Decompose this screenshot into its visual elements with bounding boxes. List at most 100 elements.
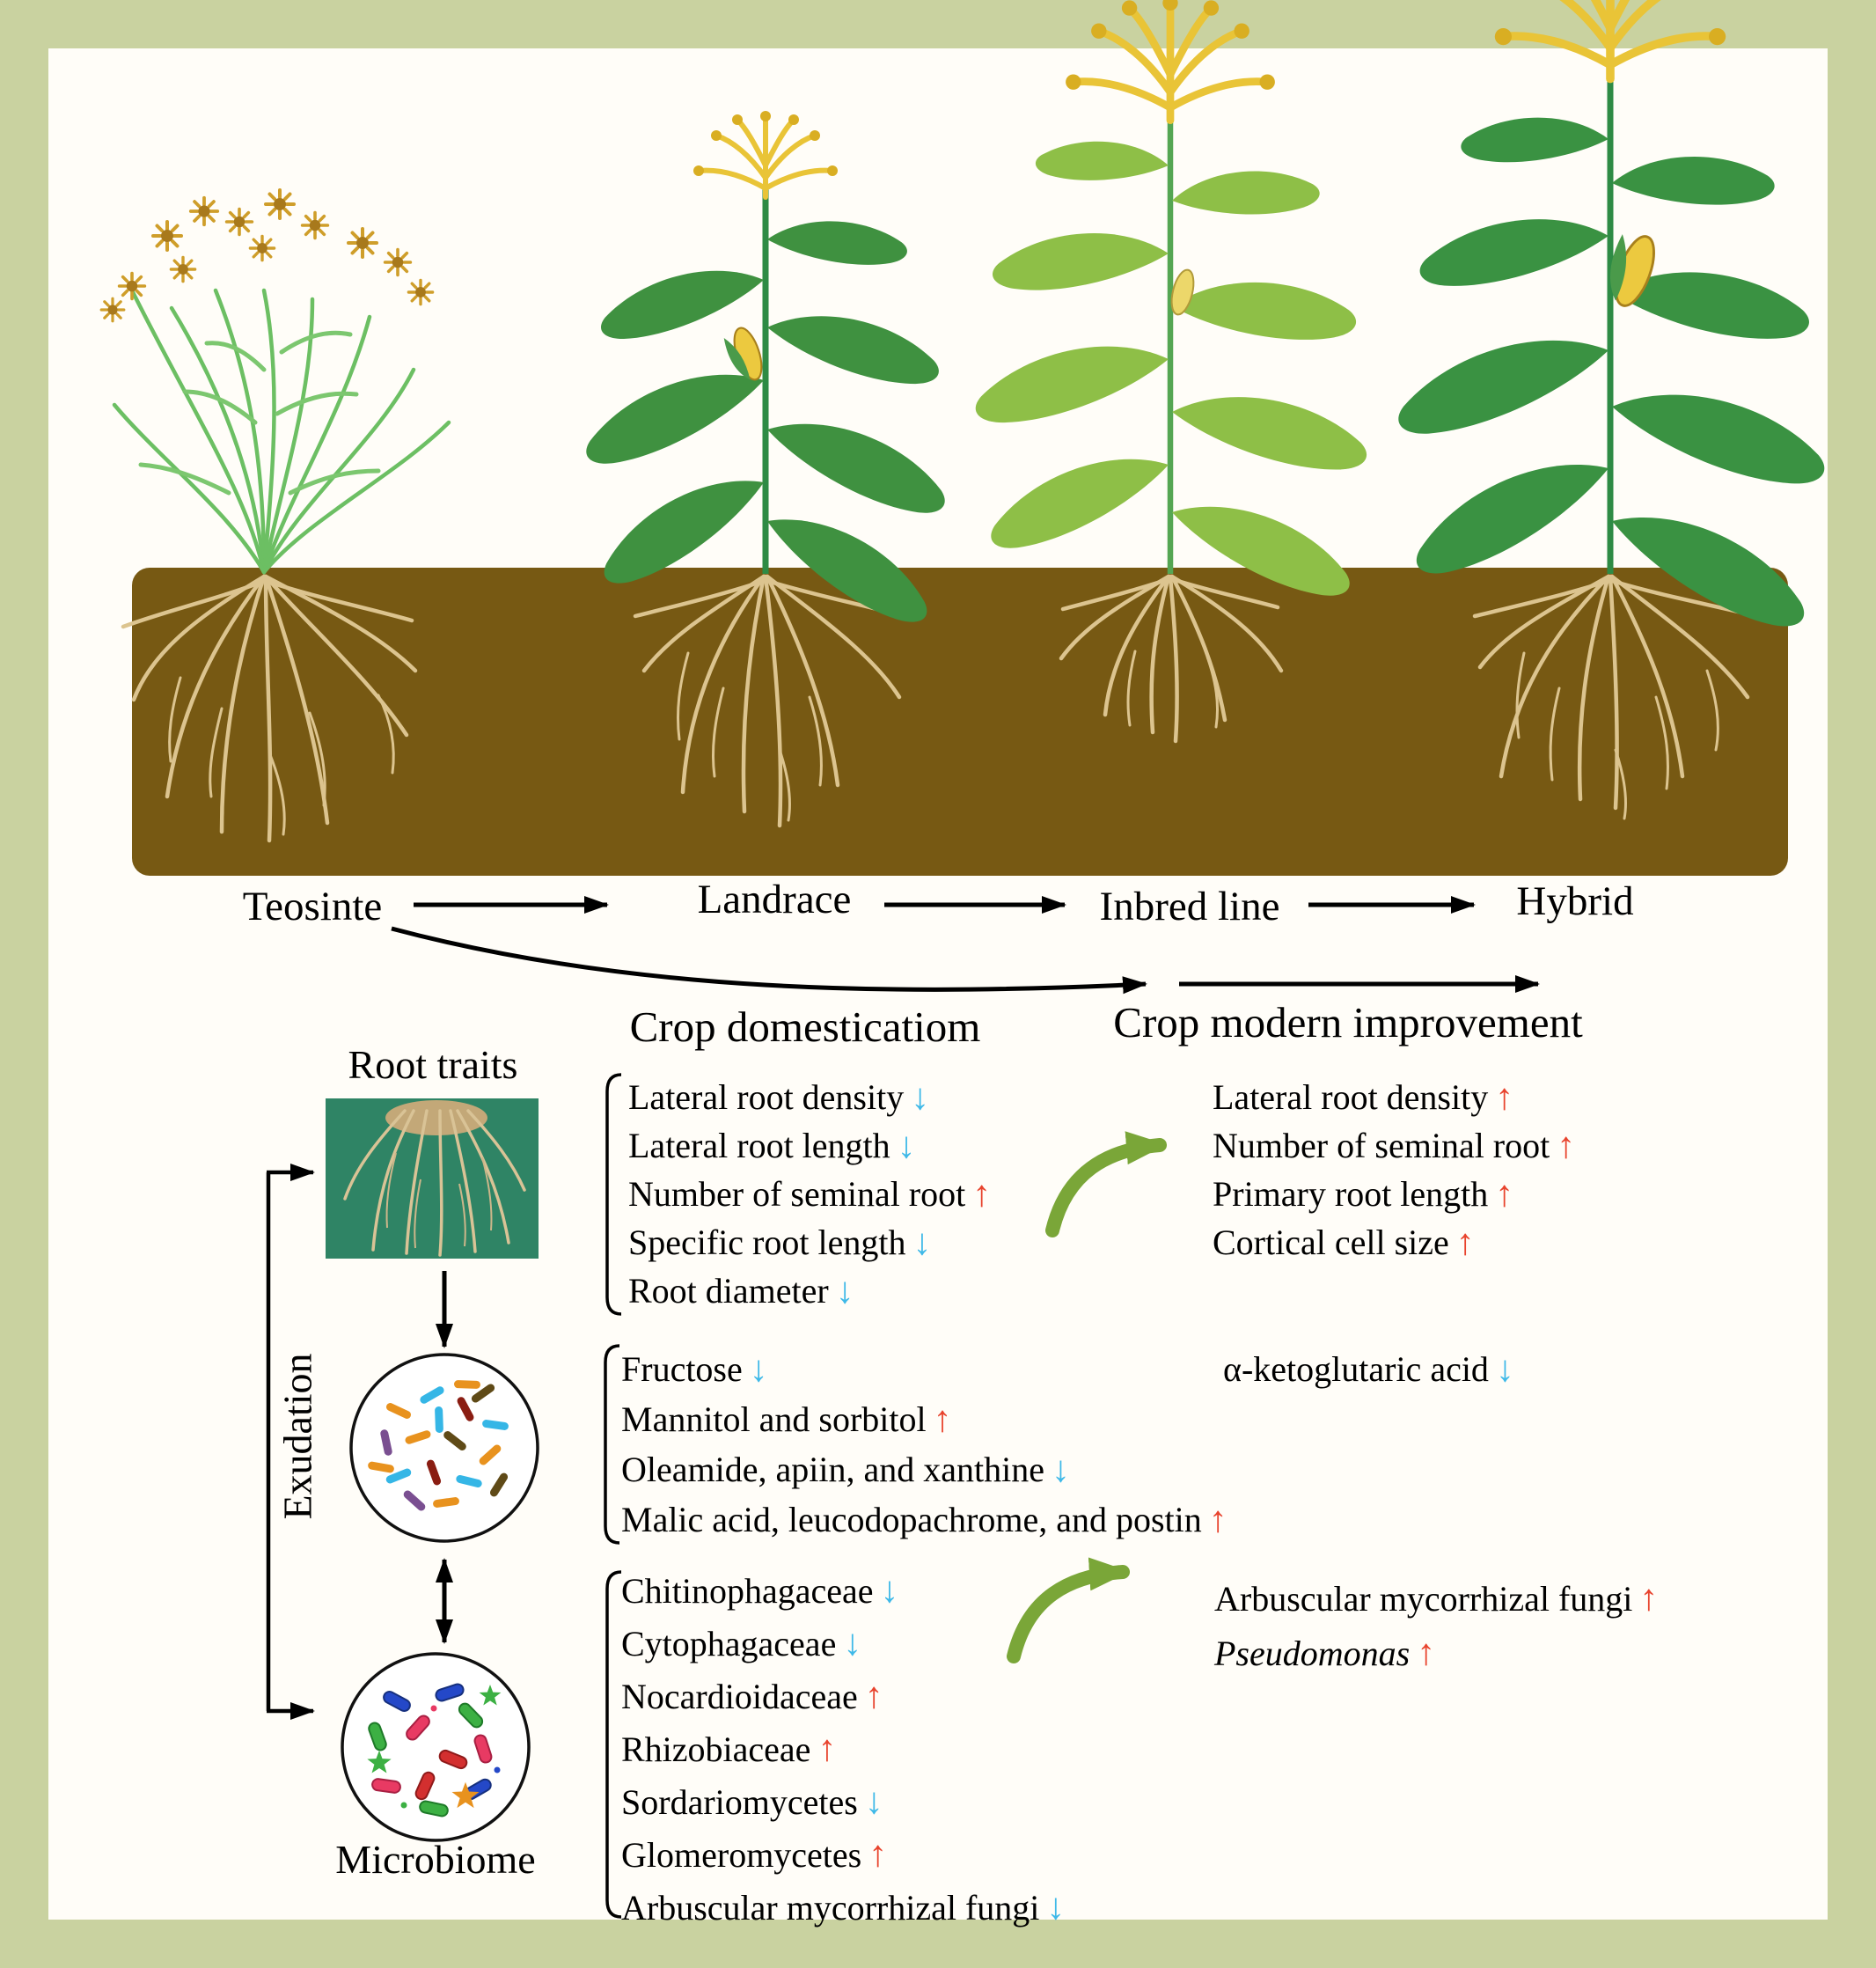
trend-down-arrow-icon: ↓ (880, 1570, 899, 1611)
phase-improvement-label: Crop modern improvement (1113, 998, 1583, 1046)
trend-down-arrow-icon: ↓ (1051, 1449, 1070, 1490)
green-curved-arrows (1007, 1131, 1167, 1663)
tassel-icon (693, 111, 838, 197)
trait-text: Oleamide, apiin, and xanthine (621, 1450, 1044, 1489)
domestication-phase-arrow (391, 926, 1147, 995)
trait-text: Cytophagaceae (621, 1623, 837, 1663)
trait-text: Malic acid, leucodopachrome, and postin (621, 1500, 1202, 1539)
trait-text: Nocardioidaceae (621, 1676, 858, 1716)
microbiome-list-bracket (605, 1570, 622, 1919)
trait-item: Malic acid, leucodopachrome, and postin … (621, 1494, 1227, 1545)
inbred-line-plant (966, 0, 1375, 618)
hybrid-roots (1472, 574, 1752, 820)
trait-text: Glomeromycetes (621, 1834, 862, 1875)
trait-text: Number of seminal root (628, 1174, 966, 1214)
trait-text: Lateral root density (1213, 1077, 1489, 1117)
root-traits-label: Root traits (348, 1042, 518, 1087)
green-arrow-root-traits-icon (1045, 1131, 1167, 1237)
trend-up-arrow-icon: ↑ (1455, 1222, 1475, 1263)
domestication-microbiome-list: Chitinophagaceae ↓ Cytophagaceae ↓ Nocar… (621, 1564, 1065, 1934)
trait-item: Rhizobiaceae ↑ (621, 1722, 1065, 1775)
landrace-roots (633, 574, 902, 828)
trait-item: Primary root length ↑ (1213, 1170, 1575, 1218)
microbiome-circle-icon (341, 1652, 531, 1842)
trend-up-arrow-icon: ↑ (1495, 1076, 1514, 1118)
teosinte-plant (99, 188, 451, 575)
exudation-label: Exudation (275, 1353, 320, 1520)
trend-up-arrow-icon: ↑ (1417, 1633, 1436, 1673)
trend-up-arrow-icon: ↑ (972, 1173, 992, 1215)
trend-up-arrow-icon: ↑ (1495, 1173, 1514, 1215)
list-brackets (604, 1073, 622, 1919)
trait-text: α-ketoglutaric acid (1223, 1349, 1489, 1389)
trend-down-arrow-icon: ↓ (843, 1623, 862, 1663)
trait-text: Rhizobiaceae (621, 1729, 811, 1769)
trend-up-arrow-icon: ↑ (817, 1729, 837, 1769)
trait-item: Number of seminal root ↑ (628, 1170, 991, 1218)
tassel-icon (1495, 0, 1726, 79)
trait-text: Fructose (621, 1349, 743, 1389)
trait-text: Arbuscular mycorrhizal fungi (621, 1887, 1040, 1928)
trend-up-arrow-icon: ↑ (868, 1834, 888, 1875)
trend-down-arrow-icon: ↓ (1046, 1887, 1066, 1928)
trend-down-arrow-icon: ↓ (897, 1125, 916, 1166)
trend-up-arrow-icon: ↑ (1557, 1125, 1576, 1166)
exudation-list-bracket (604, 1344, 620, 1545)
stage-label-teosinte: Teosinte (242, 884, 383, 929)
phase-domestication-label: Crop domesticatiom (629, 1002, 981, 1051)
trait-item: Nocardioidaceae ↑ (621, 1670, 1065, 1722)
green-arrow-microbiome-icon (1007, 1557, 1130, 1663)
trait-item: Oleamide, apiin, and xanthine ↓ (621, 1444, 1227, 1494)
trend-down-arrow-icon: ↓ (911, 1076, 930, 1118)
trend-up-arrow-icon: ↑ (864, 1676, 883, 1716)
trait-item: Fructose ↓ (621, 1344, 1227, 1394)
tassel-icon (1066, 0, 1275, 121)
trait-item: Number of seminal root ↑ (1213, 1121, 1575, 1170)
trait-item: Arbuscular mycorrhizal fungi ↑ (1214, 1571, 1658, 1626)
trait-item: Glomeromycetes ↑ (621, 1828, 1065, 1881)
improvement-microbiome-list: Arbuscular mycorrhizal fungi ↑ Pseudomon… (1214, 1571, 1658, 1680)
trait-text: Root diameter (628, 1271, 829, 1311)
root-photo (326, 1098, 539, 1259)
trait-text: Mannitol and sorbitol (621, 1399, 927, 1439)
root-systems (121, 574, 1752, 843)
exudates-circle-icon (349, 1353, 539, 1543)
trait-text: Pseudomonas (1214, 1633, 1411, 1673)
trait-item: Lateral root density ↑ (1213, 1073, 1575, 1121)
phase-arrows (391, 926, 1540, 995)
trait-item: Lateral root length ↓ (628, 1121, 991, 1170)
trend-down-arrow-icon: ↓ (1495, 1348, 1514, 1390)
microbiome-label: Microbiome (335, 1837, 536, 1882)
trait-item: Pseudomonas ↑ (1214, 1626, 1658, 1680)
trait-item: Specific root length ↓ (628, 1218, 991, 1267)
trait-item: Root diameter ↓ (628, 1267, 991, 1315)
trend-up-arrow-icon: ↑ (1208, 1499, 1227, 1540)
hybrid-plant (1387, 0, 1836, 650)
trait-item: Cortical cell size ↑ (1213, 1218, 1575, 1267)
exudation-bracket-arrow (266, 1164, 315, 1720)
trend-down-arrow-icon: ↓ (912, 1222, 932, 1263)
trend-down-arrow-icon: ↓ (749, 1348, 768, 1390)
trait-text: Cortical cell size (1213, 1223, 1449, 1262)
stage-label-landrace: Landrace (697, 877, 852, 922)
trait-text: Arbuscular mycorrhizal fungi (1214, 1578, 1633, 1619)
root-traits-bracket (605, 1073, 622, 1316)
soil-band (132, 568, 1788, 876)
landrace-plant (575, 111, 956, 643)
trait-item: α-ketoglutaric acid ↓ (1223, 1344, 1514, 1394)
trait-text: Specific root length (628, 1223, 906, 1262)
trait-item: Lateral root density ↓ (628, 1073, 991, 1121)
trait-item: Sordariomycetes ↓ (621, 1775, 1065, 1828)
improvement-root-traits-list: Lateral root density ↑ Number of seminal… (1213, 1073, 1575, 1267)
corn-ear-icon (1170, 268, 1195, 316)
stage-label-hybrid: Hybrid (1516, 878, 1634, 924)
domestication-exudation-list: Fructose ↓ Mannitol and sorbitol ↑ Oleam… (621, 1344, 1227, 1545)
trend-up-arrow-icon: ↑ (933, 1399, 952, 1440)
trend-down-arrow-icon: ↓ (835, 1270, 854, 1311)
trait-text: Primary root length (1213, 1174, 1489, 1214)
inbred-line-roots (1059, 574, 1284, 744)
trait-text: Lateral root density (628, 1077, 905, 1117)
trend-up-arrow-icon: ↑ (1639, 1578, 1659, 1619)
